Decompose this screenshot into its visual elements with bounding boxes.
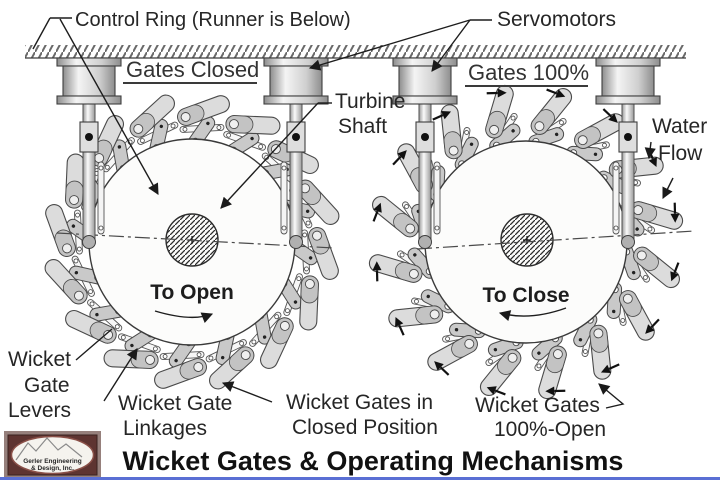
levers-label-line1: Wicket: [8, 348, 71, 371]
right-centerline: [416, 230, 695, 250]
mountains-icon: [15, 437, 83, 461]
left-centerline: [56, 232, 335, 249]
ring-pin: [621, 235, 635, 249]
servo-link: [97, 161, 105, 235]
left-rotation-label: To Open: [150, 281, 234, 304]
turbine-shaft-label-line1: Turbine: [335, 90, 405, 113]
servomotors-leader-left: [308, 19, 471, 71]
left-caption-leader: [221, 381, 273, 403]
levers-leader: [75, 328, 113, 361]
left-rotation-arrow: [154, 310, 214, 323]
water-flow-label-line2: Flow: [658, 142, 703, 165]
servo-link: [280, 161, 288, 235]
bottom-border: [0, 477, 720, 480]
logo-text-line1: Gerler Engineering: [23, 458, 82, 465]
gate-part: [64, 153, 86, 209]
levers-label-line2: Gate: [24, 374, 70, 397]
company-logo: Gerler Engineering & Design, Inc.: [4, 431, 101, 479]
servo-link: [612, 161, 620, 235]
left-caption-line2: Closed Position: [292, 416, 438, 439]
right-rotation-label: To Close: [482, 284, 569, 307]
right-caption-leader: [598, 383, 625, 409]
linkages-label-line1: Wicket Gate: [118, 392, 232, 415]
control-ring-leader: [59, 18, 159, 195]
ring-pin: [82, 235, 96, 249]
water-flow-arrow-1: [644, 141, 656, 160]
linkages-label-line2: Linkages: [123, 417, 207, 440]
control-ring-tick: [32, 17, 51, 50]
right-center-cross: [523, 236, 531, 244]
ring-pin: [418, 235, 432, 249]
servo-link: [433, 161, 441, 235]
turbine-shaft-label-line2: Shaft: [338, 115, 387, 138]
servomotors-label: Servomotors: [497, 8, 616, 31]
control-ring-label: Control Ring (Runner is Below): [75, 9, 351, 31]
gate-part: [225, 114, 281, 136]
water-flow-arrow-2: [662, 177, 674, 200]
levers-label-line3: Levers: [8, 399, 71, 422]
right-heading: Gates 100%: [468, 60, 589, 85]
gate-part: [298, 275, 320, 331]
right-caption-line1: Wicket Gates: [475, 394, 600, 417]
logo-oval: [10, 435, 95, 475]
linkages-leader: [103, 348, 138, 402]
left-heading: Gates Closed: [126, 57, 259, 82]
diagram-title: Wicket Gates & Operating Mechanisms: [123, 446, 624, 476]
ring-pin: [289, 235, 303, 249]
right-rotation-arrow: [498, 307, 567, 322]
logo-text-line2: & Design, Inc.: [31, 465, 74, 472]
left-caption-line1: Wicket Gates in: [286, 391, 433, 414]
ceiling-hatch: [25, 45, 686, 58]
turbine-shaft-leader: [220, 102, 319, 209]
right-caption-line2: 100%-Open: [494, 418, 606, 441]
water-flow-label-line1: Water: [652, 115, 707, 138]
servomotors-leader-right: [431, 19, 471, 72]
